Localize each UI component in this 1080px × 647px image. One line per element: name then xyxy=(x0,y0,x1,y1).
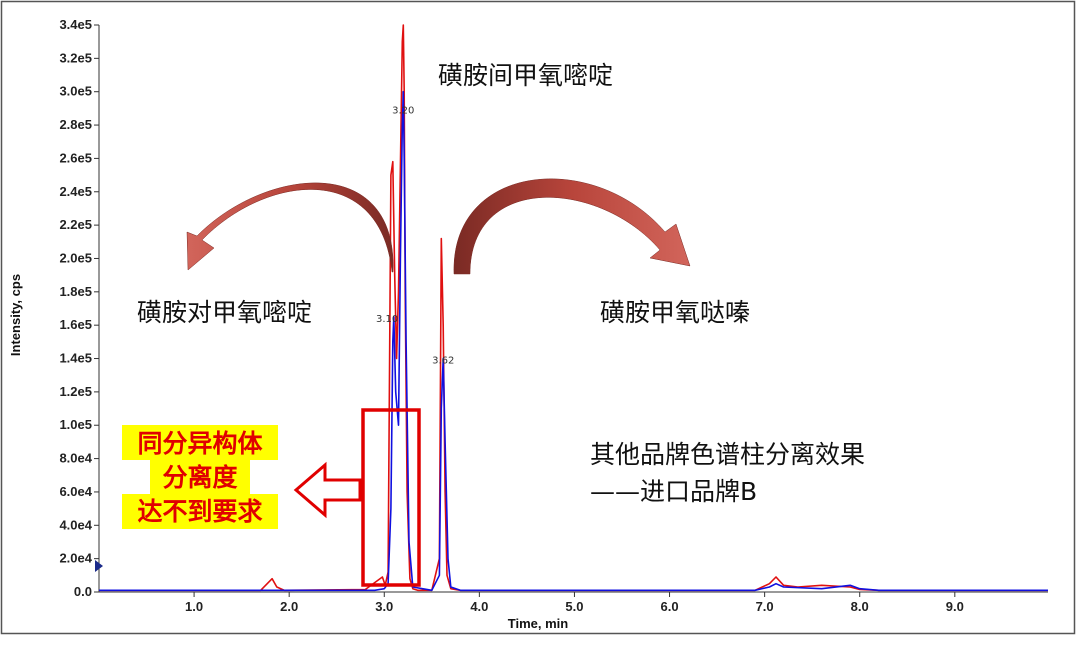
series-line-2 xyxy=(99,90,1048,592)
y-tick-label: 2.6e5 xyxy=(59,150,92,165)
warning-highlight-3 xyxy=(122,494,278,529)
x-tick-label: 8.0 xyxy=(851,599,869,614)
x-tick-label: 2.0 xyxy=(280,599,298,614)
warning-line-3: 达不到要求 xyxy=(137,497,262,526)
outer-frame xyxy=(0,0,1076,635)
isomer-highlight-box xyxy=(361,408,421,587)
x-tick-label: 4.0 xyxy=(470,599,488,614)
y-tick-label: 3.0e5 xyxy=(59,84,92,99)
right-curved-arrow-icon xyxy=(453,178,691,275)
y-tick-label: 2.8e5 xyxy=(59,117,92,132)
y-tick-label: 2.0e4 xyxy=(59,551,92,566)
warning-highlight-1 xyxy=(122,425,278,460)
y-tick-label: 1.8e5 xyxy=(59,284,92,299)
y-axis-marker-icon xyxy=(95,560,103,572)
x-axis-label: Time, min xyxy=(508,616,569,631)
peak-label: 3.20 xyxy=(392,105,414,116)
x-tick-label: 1.0 xyxy=(185,599,203,614)
warning-line-2: 分离度 xyxy=(162,463,237,492)
y-tick-label: 2.0e5 xyxy=(59,250,92,265)
x-tick-label: 7.0 xyxy=(756,599,774,614)
hollow-left-arrow-icon xyxy=(293,461,362,519)
peak-label-group: 3.20 3.10 3.62 xyxy=(376,105,454,366)
y-tick-label: 3.4e5 xyxy=(59,17,92,32)
warning-line-1: 同分异构体 xyxy=(137,429,263,458)
y-tick-label: 1.6e5 xyxy=(59,317,92,332)
y-tick-label: 1.2e5 xyxy=(59,384,92,399)
note-line-2: ——进口品牌B xyxy=(590,477,757,506)
y-tick-label: 1.0e5 xyxy=(59,417,92,432)
note-line-1: 其他品牌色谱柱分离效果 xyxy=(590,440,865,469)
top-compound-label: 磺胺间甲氧嘧啶 xyxy=(438,61,613,90)
peak-label: 3.10 xyxy=(376,314,398,325)
peak-label: 3.62 xyxy=(432,356,454,367)
y-tick-label: 4.0e4 xyxy=(59,517,92,532)
x-tick-group: 1.0 2.0 3.0 4.0 5.0 6.0 7.0 8.0 9.0 xyxy=(185,592,964,614)
y-tick-label: 0.0 xyxy=(74,584,92,599)
y-axis-label: Intensity, cps xyxy=(8,274,23,356)
x-tick-label: 5.0 xyxy=(565,599,583,614)
x-tick-label: 9.0 xyxy=(946,599,964,614)
y-tick-label: 8.0e4 xyxy=(59,451,92,466)
y-tick-label: 1.4e5 xyxy=(59,351,92,366)
y-tick-label: 2.2e5 xyxy=(59,217,92,232)
y-tick-label: 6.0e4 xyxy=(59,484,92,499)
left-curved-arrow-icon xyxy=(186,182,394,273)
x-tick-label: 3.0 xyxy=(375,599,393,614)
warning-highlight-2 xyxy=(150,459,250,494)
y-tick-label: 2.4e5 xyxy=(59,184,92,199)
y-tick-label: 3.2e5 xyxy=(59,50,92,65)
x-tick-label: 6.0 xyxy=(661,599,679,614)
y-tick-group: 0.0 2.0e4 4.0e4 6.0e4 8.0e4 1.0e5 1.2e5 1.4e5 1.… xyxy=(59,17,99,599)
right-compound-label: 磺胺甲氧哒嗪 xyxy=(600,298,750,327)
left-compound-label: 磺胺对甲氧嘧啶 xyxy=(137,298,312,327)
